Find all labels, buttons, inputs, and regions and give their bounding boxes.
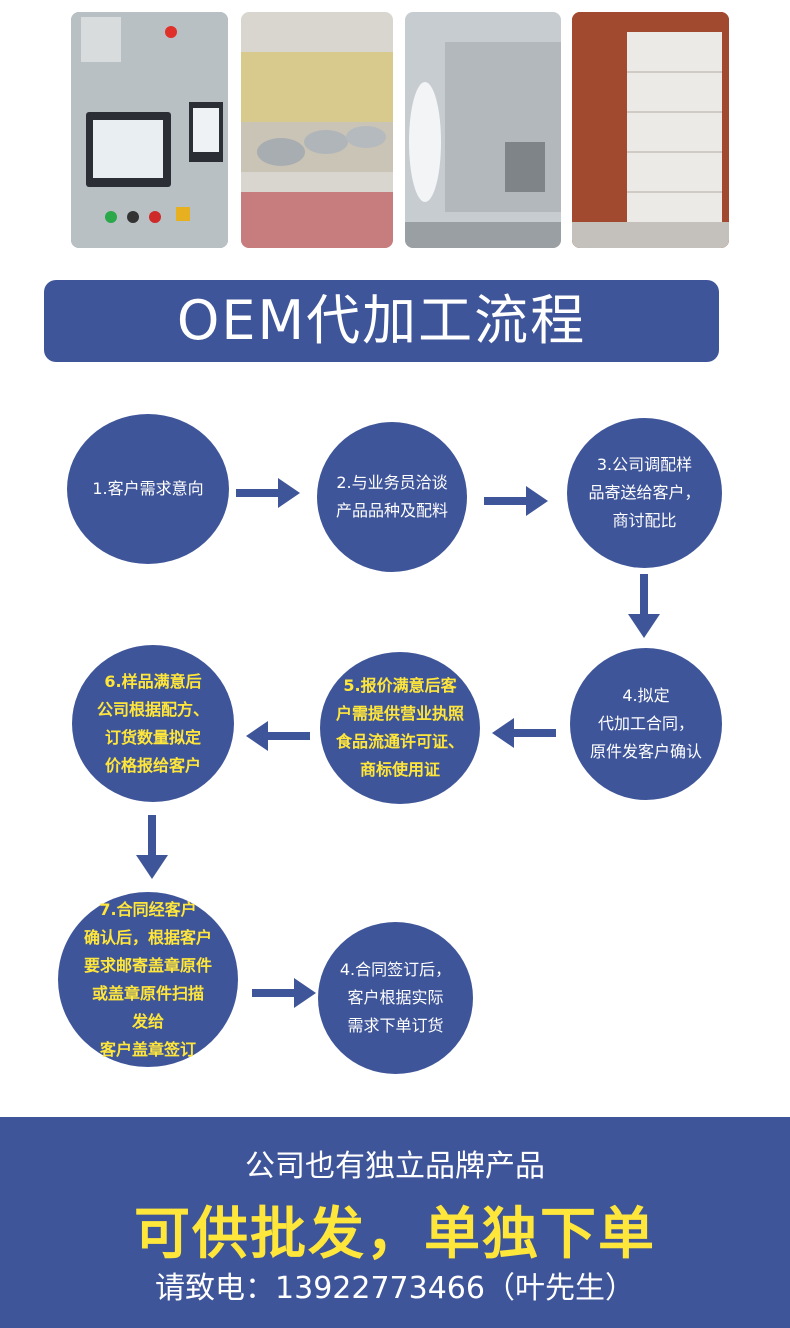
footer-banner: 公司也有独立品牌产品 可供批发，单独下单 请致电：13922773466（叶先生… bbox=[0, 1117, 790, 1328]
step-7-circle: 7.合同经客户 确认后，根据客户 要求邮寄盖章原件 或盖章原件扫描 发给 客户盖… bbox=[58, 892, 238, 1067]
page-title: OEM代加工流程 bbox=[44, 280, 719, 362]
footer-wholesale-text: 可供批发，单独下单 bbox=[134, 1202, 656, 1267]
photo-control-panel bbox=[71, 12, 228, 248]
photo-warehouse bbox=[572, 12, 729, 248]
step-1-circle: 1.客户需求意向 bbox=[67, 414, 229, 564]
arrow-right-3 bbox=[252, 976, 316, 1010]
arrow-right-2 bbox=[484, 484, 548, 518]
photo-production-line bbox=[405, 12, 561, 248]
step-3-circle: 3.公司调配样 品寄送给客户， 商讨配比 bbox=[567, 418, 722, 568]
arrow-left-2 bbox=[246, 719, 310, 753]
footer-phone-text[interactable]: 请致电：13922773466（叶先生） bbox=[155, 1271, 635, 1306]
arrow-right-1 bbox=[236, 476, 300, 510]
arrow-left-1 bbox=[492, 716, 556, 750]
step-6-circle: 6.样品满意后 公司根据配方、 订货数量拟定 价格报给客户 bbox=[72, 645, 234, 802]
arrow-down-2 bbox=[134, 815, 170, 879]
arrow-down-1 bbox=[626, 574, 662, 638]
step-8-circle: 4.合同签订后， 客户根据实际 需求下单订货 bbox=[318, 922, 473, 1074]
step-2-circle: 2.与业务员洽谈 产品品种及配料 bbox=[317, 422, 467, 572]
step-5-circle: 5.报价满意后客 户需提供营业执照 食品流通许可证、 商标使用证 bbox=[320, 652, 480, 804]
footer-brand-text: 公司也有独立品牌产品 bbox=[245, 1149, 545, 1184]
photo-workshop bbox=[241, 12, 393, 248]
step-4-circle: 4.拟定 代加工合同， 原件发客户确认 bbox=[570, 648, 722, 800]
